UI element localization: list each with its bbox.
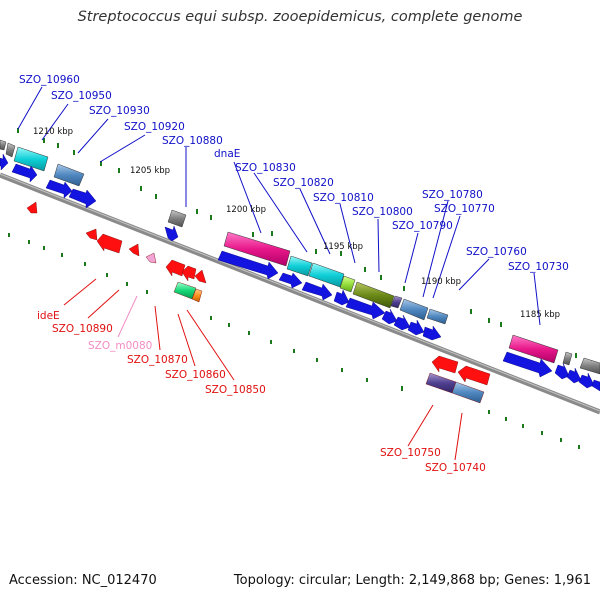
accession-text: Accession: NC_012470 [9, 573, 157, 588]
feature-block [286, 255, 313, 277]
reverse-cds [26, 201, 491, 404]
reverse-leader-lines [63, 278, 463, 461]
cds-arrow [45, 179, 73, 199]
cds-arrow [278, 272, 303, 289]
cds-arrow-reverse [26, 201, 38, 214]
tick-row-inner [8, 233, 580, 449]
cds-arrow [393, 314, 411, 331]
rna-arrow-reverse [145, 252, 157, 264]
gene-label[interactable]: SZO_10830 [235, 162, 296, 174]
gene-label[interactable]: SZO_10860 [165, 369, 226, 381]
reverse-gene-labels: ideE SZO_10890 SZO_m0080 SZO_10870 SZO_1… [37, 310, 486, 474]
feature-block [173, 281, 197, 300]
feature-block [426, 308, 449, 325]
feature-block [579, 357, 600, 375]
gene-label[interactable]: dnaE [214, 148, 240, 160]
kbp-label: 1200 kbp [226, 205, 266, 215]
map-title: Streptococcus equi subsp. zooepidemicus,… [77, 9, 523, 25]
gene-label[interactable]: SZO_10770 [434, 203, 495, 215]
gene-label[interactable]: SZO_10760 [466, 246, 527, 258]
gene-label[interactable]: SZO_10740 [425, 462, 486, 474]
gene-label[interactable]: SZO_10950 [51, 90, 112, 102]
feature-block [508, 334, 559, 364]
cds-arrow [566, 367, 582, 384]
gene-label[interactable]: SZO_10930 [89, 105, 150, 117]
gene-label[interactable]: SZO_10780 [422, 189, 483, 201]
cds-arrow-reverse [457, 365, 491, 386]
feature-block [167, 209, 187, 228]
cds-arrow [502, 351, 553, 378]
kbp-label: 1210 kbp [33, 127, 73, 137]
gene-label[interactable]: ideE [37, 310, 60, 322]
cds-arrow [301, 281, 333, 301]
cds-arrow [407, 319, 425, 336]
gene-label[interactable]: SZO_10890 [52, 323, 113, 335]
cds-arrow-reverse [128, 243, 140, 257]
cds-arrow [422, 325, 442, 341]
genome-summary-text: Topology: circular; Length: 2,149,868 bp… [233, 573, 591, 588]
cds-arrow [164, 225, 179, 242]
gene-label[interactable]: SZO_10920 [124, 121, 185, 133]
cds-arrow [11, 163, 38, 183]
gene-label[interactable]: SZO_10750 [380, 447, 441, 459]
cds-arrow-reverse [194, 269, 207, 284]
gene-label[interactable]: SZO_m0080 [88, 340, 152, 352]
feature-block [399, 298, 429, 321]
feature-block [352, 281, 395, 309]
gene-label[interactable]: SZO_10810 [313, 192, 374, 204]
kbp-label: 1190 kbp [421, 277, 461, 287]
feature-block [223, 231, 291, 267]
cds-arrow [333, 289, 350, 306]
cds-arrow [554, 362, 570, 380]
forward-leader-lines [17, 86, 541, 326]
forward-gene-labels: SZO_10960 SZO_10950 SZO_10930 SZO_10920 … [19, 74, 569, 273]
cds-arrow [591, 379, 600, 392]
gene-label[interactable]: SZO_10870 [127, 354, 188, 366]
feature-block [308, 262, 345, 288]
cds-arrow-reverse [181, 265, 197, 282]
feature-block [451, 381, 485, 404]
feature-block [13, 146, 49, 172]
feature-block [5, 142, 16, 158]
kbp-label: 1195 kbp [323, 242, 363, 252]
forward-features-outer [0, 139, 600, 375]
feature-block [390, 295, 403, 309]
cds-arrow [68, 188, 97, 209]
feature-block [425, 372, 457, 394]
gene-label[interactable]: SZO_10730 [508, 261, 569, 273]
feature-block [339, 275, 356, 293]
kbp-scale: 1210 kbp 1205 kbp 1200 kbp 1195 kbp 1190… [33, 127, 560, 320]
kbp-label: 1185 kbp [520, 310, 560, 320]
cds-arrow [345, 297, 386, 320]
cds-arrow-reverse [431, 355, 459, 374]
feature-block [191, 288, 203, 303]
kbp-label: 1205 kbp [130, 166, 170, 176]
gene-label[interactable]: SZO_10820 [273, 177, 334, 189]
feature-block [53, 163, 85, 187]
gene-label[interactable]: SZO_10880 [162, 135, 223, 147]
cds-arrow-reverse [85, 228, 98, 241]
cds-arrow [0, 153, 9, 171]
gene-label[interactable]: SZO_10850 [205, 384, 266, 396]
gene-label[interactable]: SZO_10800 [352, 206, 413, 218]
feature-block [562, 351, 573, 366]
cds-arrow-reverse [165, 259, 186, 277]
cds-arrow [217, 250, 279, 280]
feature-block [0, 139, 7, 151]
gene-label[interactable]: SZO_10790 [392, 220, 453, 232]
cds-arrow [578, 372, 595, 389]
cds-arrow-reverse [96, 233, 123, 254]
cds-arrow [381, 308, 398, 325]
gene-label[interactable]: SZO_10960 [19, 74, 80, 86]
forward-cds-arrows [0, 153, 600, 392]
genome-backbone [0, 172, 600, 415]
